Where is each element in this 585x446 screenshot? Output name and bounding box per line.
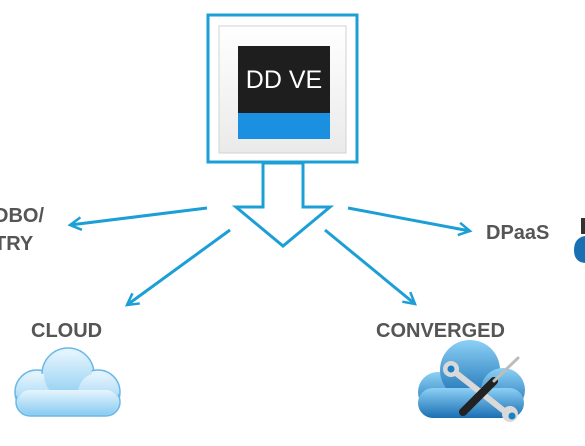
arrow-to-converged [324, 228, 415, 304]
cloud-icon [14, 347, 121, 417]
robo-entry-label-line1: DBO/ [0, 205, 44, 227]
arrow-to-cloud [127, 228, 231, 305]
screwdriver-icon [459, 356, 520, 416]
converged-label: CONVERGED [376, 320, 505, 342]
down-arrow-icon [231, 161, 335, 248]
dpaas-partial-icon [574, 236, 585, 263]
robo-entry-label-line2: TRY [0, 233, 34, 255]
dpaas-label: DPaaS [486, 222, 550, 244]
product-name: DD VE [245, 66, 323, 94]
arrow-to-dpaas [347, 206, 470, 231]
cloud-label: CLOUD [31, 320, 103, 342]
dpaas-partial-bar [581, 218, 585, 234]
arrow-to-robo-entry [70, 206, 208, 225]
product-logo [238, 46, 330, 139]
